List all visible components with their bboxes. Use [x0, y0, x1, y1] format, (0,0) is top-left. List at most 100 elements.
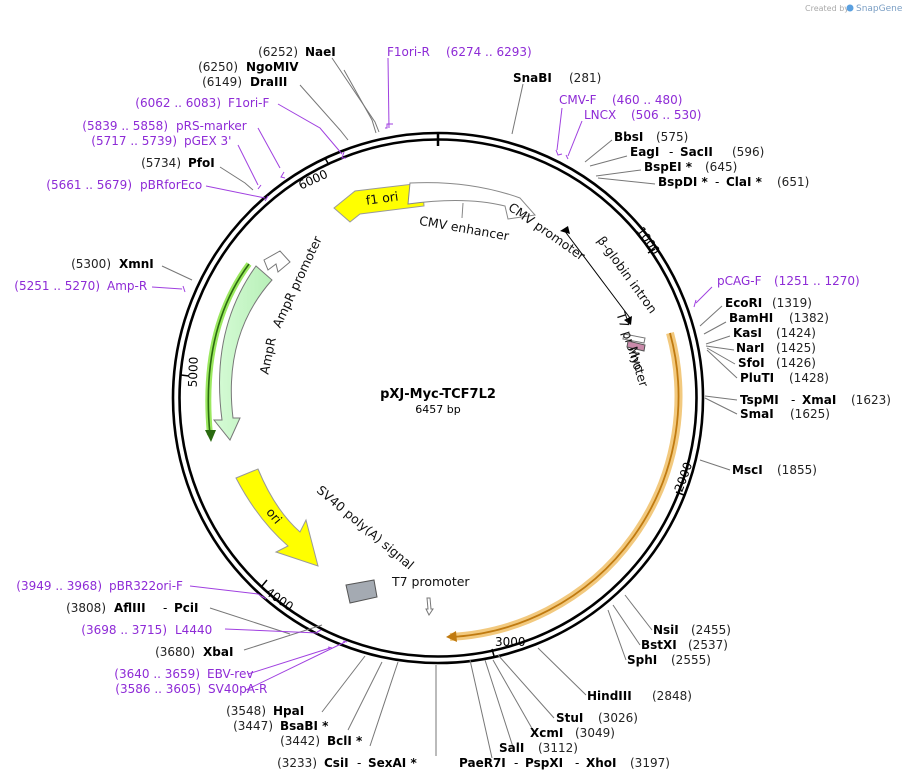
enzyme-xbai[interactable]: (3680) XbaI — [155, 645, 233, 659]
enzyme-nsii[interactable]: NsiI (2455) — [653, 623, 731, 637]
tick-3000-mark — [491, 648, 495, 657]
bspdi-name: BspDI * — [658, 175, 708, 189]
enzyme-hpai[interactable]: (3548) HpaI — [226, 704, 304, 718]
paer7i-pspxi-dash: - — [514, 756, 518, 770]
snapgene-credit[interactable]: Created by SnapGene — [805, 4, 903, 14]
enzyme-bstxi[interactable]: BstXI (2537) — [641, 638, 728, 652]
enzyme-bspdi-clai[interactable]: BspDI * - ClaI * (651) — [658, 175, 809, 189]
paer7i-name: PaeR7I — [459, 756, 506, 770]
xbai-name: XbaI — [203, 645, 233, 659]
primer-ebv-rev[interactable]: (3640 .. 3659) EBV-rev — [114, 667, 253, 681]
enzyme-xmni[interactable]: (5300) XmnI — [71, 257, 154, 271]
enzyme-afliii-pcii[interactable]: (3808) AflIII - PciI — [66, 601, 198, 615]
enzyme-csii-sexai[interactable]: (3233) CsiI - SexAI * — [277, 756, 417, 770]
nari-name: NarI — [736, 341, 765, 355]
feature-t7-promoter-bottom[interactable]: T7 promoter — [391, 574, 470, 616]
leader-ebvrev — [247, 647, 331, 675]
cmv-promoter-label: CMV promoter — [506, 199, 589, 263]
sphi-position: (2555) — [671, 653, 711, 667]
enzyme-pfoi[interactable]: (5734) PfoI — [141, 156, 215, 170]
enzyme-bbsi[interactable]: BbsI (575) — [614, 130, 688, 144]
primer-cmv-f[interactable]: CMV-F (460 .. 480) — [559, 93, 682, 107]
enzyme-msci[interactable]: MscI (1855) — [732, 463, 817, 477]
pgex3-range: (5717 .. 5739) — [91, 134, 177, 148]
bcli-name: BclI * — [327, 734, 363, 748]
primer-l4440[interactable]: (3698 .. 3715) L4440 — [81, 623, 212, 637]
enzyme-snabi[interactable]: SnaBI (281) — [513, 71, 601, 85]
enzyme-hindiii[interactable]: HindIII (2848) — [587, 689, 692, 703]
lncx-name: LNCX — [584, 108, 616, 122]
enzyme-tspmi-xmai[interactable]: TspMI - XmaI (1623) — [740, 393, 891, 407]
enzyme-eagi-sacii[interactable]: EagI - SacII (596) — [630, 145, 764, 159]
feature-tcf7l2-orf[interactable] — [446, 331, 683, 642]
pgex3-name: pGEX 3' — [184, 134, 231, 148]
leader-stui — [497, 654, 555, 719]
primer-prs-marker[interactable]: (5839 .. 5858) pRS-marker — [82, 119, 246, 133]
primer-pgex3[interactable]: (5717 .. 5739) pGEX 3' — [91, 134, 231, 148]
primer-f1ori-r[interactable]: F1ori-R (6274 .. 6293) — [387, 45, 532, 59]
leader-bamhi — [703, 321, 727, 335]
tick-2000-mark — [675, 491, 685, 496]
f1ori-f-name: F1ori-F — [228, 96, 269, 110]
enzyme-sali[interactable]: SalI (3112) — [499, 741, 578, 755]
prs-marker-name: pRS-marker — [176, 119, 247, 133]
primer-pbrforeco[interactable]: (5661 .. 5679) pBRforEco — [46, 178, 202, 192]
enzyme-bcli[interactable]: (3442) BclI * — [280, 734, 363, 748]
bspei-position: (645) — [705, 160, 737, 174]
msci-position: (1855) — [777, 463, 817, 477]
pbr322ori-f-name: pBR322ori-F — [109, 579, 183, 593]
t7-promoter-bottom-label: T7 promoter — [391, 574, 470, 589]
hindiii-name: HindIII — [587, 689, 632, 703]
enzyme-ecori[interactable]: EcoRI (1319) — [725, 296, 812, 310]
bsabi-position: (3447) — [233, 719, 273, 733]
enzyme-bamhi[interactable]: BamHI (1382) — [729, 311, 829, 325]
enzyme-pluti[interactable]: PluTI (1428) — [740, 371, 829, 385]
enzyme-ngomiv[interactable]: (6250) NgoMIV — [198, 60, 299, 74]
feature-myc[interactable]: Myc — [625, 340, 647, 373]
tick-4000-mark — [261, 579, 268, 587]
primer-lncx[interactable]: LNCX (506 .. 530) — [584, 108, 701, 122]
ampr-highlight-line — [207, 263, 250, 436]
leader-nsii — [624, 594, 653, 631]
feature-cmv[interactable]: CMV enhancer CMV promoter — [407, 182, 589, 264]
enzyme-naei[interactable]: (6252) NaeI — [258, 45, 336, 59]
feature-ampr-promoter[interactable]: AmpR promoter — [263, 233, 325, 330]
ecori-name: EcoRI — [725, 296, 762, 310]
ampr-promoter-label: AmpR promoter — [269, 233, 325, 330]
f1-ori-label: f1 ori — [365, 188, 399, 207]
bbsi-position: (575) — [656, 130, 688, 144]
leader-xcmi — [492, 659, 535, 733]
enzyme-bsabi[interactable]: (3447) BsaBI * — [233, 719, 329, 733]
tspmi-name: TspMI — [740, 393, 779, 407]
leader-xmni — [161, 265, 193, 281]
enzyme-nari[interactable]: NarI (1425) — [736, 341, 816, 355]
enzyme-smai[interactable]: SmaI (1625) — [740, 407, 830, 421]
primer-amp-r[interactable]: (5251 .. 5270) Amp-R — [14, 279, 147, 293]
leader-pgex — [237, 144, 259, 186]
enzyme-stui[interactable]: StuI (3026) — [556, 711, 638, 725]
pfoi-name: PfoI — [188, 156, 215, 170]
primer-pcag-f[interactable]: pCAG-F (1251 .. 1270) — [717, 274, 860, 288]
feature-ori[interactable]: ori — [235, 468, 319, 567]
sfoi-position: (1426) — [776, 356, 816, 370]
primer-f1ori-f[interactable]: (6062 .. 6083) F1ori-F — [135, 96, 269, 110]
leader-bbsi — [584, 139, 613, 163]
leader-cmvf — [556, 107, 563, 151]
leader-sphi — [607, 609, 627, 661]
enzyme-kasi[interactable]: KasI (1424) — [733, 326, 816, 340]
enzyme-bspei[interactable]: BspEI * (645) — [644, 160, 737, 174]
enzyme-paer7i-pspxi-xhoi[interactable]: PaeR7I - PspXI - XhoI (3197) — [459, 756, 670, 770]
feature-f1-ori[interactable]: f1 ori — [333, 182, 425, 223]
enzyme-sfoi[interactable]: SfoI (1426) — [738, 356, 816, 370]
feature-ampr[interactable]: AmpR — [205, 262, 279, 442]
primer-sv40pa-r[interactable]: (3586 .. 3605) SV40pA-R — [115, 682, 267, 696]
enzyme-xcmi[interactable]: XcmI (3049) — [530, 726, 615, 740]
enzyme-sphi[interactable]: SphI (2555) — [627, 653, 711, 667]
intron-flag-start — [560, 226, 570, 234]
primer-pbr322ori-f[interactable]: (3949 .. 3968) pBR322ori-F — [16, 579, 183, 593]
enzyme-draiii[interactable]: (6149) DraIII — [202, 75, 287, 89]
amp-r-range: (5251 .. 5270) — [14, 279, 100, 293]
leader-lncx — [567, 120, 583, 157]
intron-line — [563, 229, 631, 319]
